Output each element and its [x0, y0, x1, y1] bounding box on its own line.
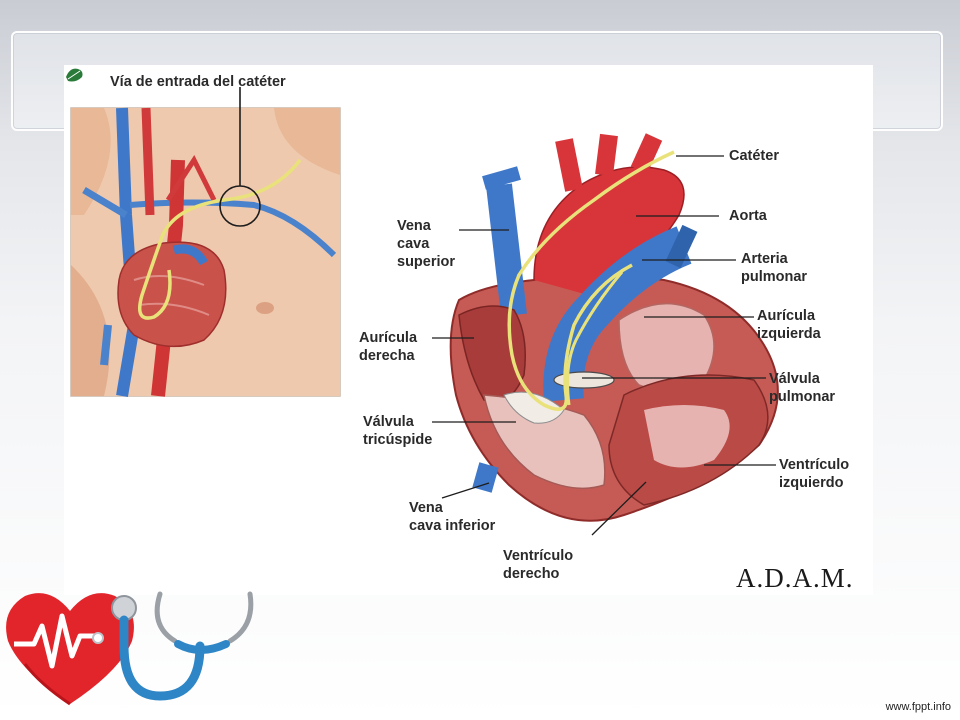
- torso-inset: [70, 107, 341, 397]
- stethoscope-icon: [92, 591, 254, 701]
- footer-url[interactable]: www.fppt.info: [885, 701, 951, 713]
- leader-lines: [432, 155, 776, 536]
- heart-pulse-icon: [6, 593, 134, 706]
- label-catheter-entry: Vía de entrada del catéter: [110, 74, 286, 90]
- label-aorta: Aorta: [729, 208, 767, 224]
- adam-leaf-icon: [66, 68, 83, 82]
- adam-brand: A.D.A.M.: [736, 563, 854, 593]
- heart-stethoscope-logo: [6, 591, 254, 706]
- heart-catheter-figure: Vía de entrada del catéter Catéter Aorta…: [64, 65, 873, 595]
- heart-cross-section: [449, 133, 779, 522]
- heart-illustration: [70, 87, 779, 536]
- label-cateter: Catéter: [729, 148, 779, 164]
